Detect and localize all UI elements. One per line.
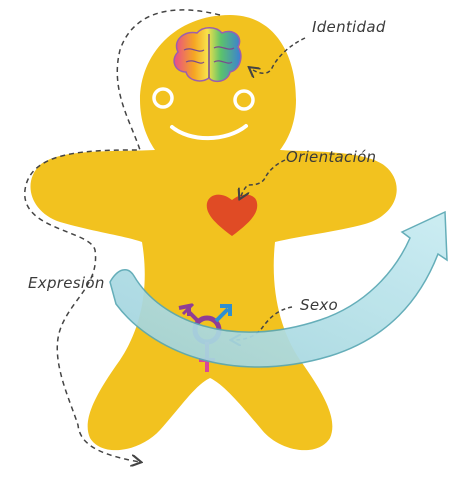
label-identity: Identidad [312, 18, 386, 36]
label-orientation: Orientación [286, 148, 376, 166]
label-sex: Sexo [300, 296, 338, 314]
label-expression: Expresión [28, 274, 105, 292]
